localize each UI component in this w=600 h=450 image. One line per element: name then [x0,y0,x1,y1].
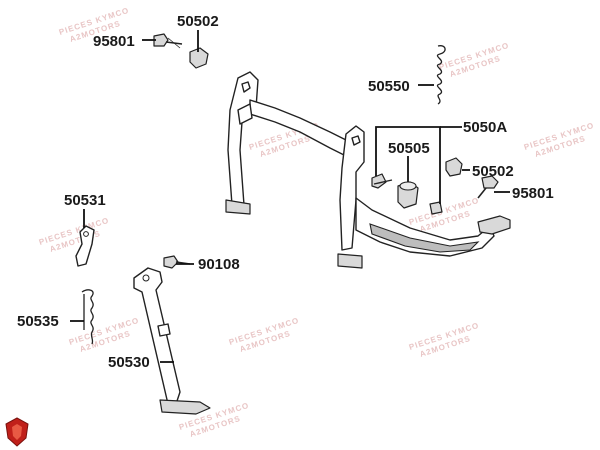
shield-logo-icon [5,417,29,447]
part-label: 50502 [177,13,219,30]
part-label: 50505 [388,140,430,157]
main-stand [225,71,511,269]
part-labels: 95801 50502 50550 5050A 50505 50502 9580… [17,13,554,371]
side-stand [133,267,211,415]
bolt-90108 [163,255,191,269]
leader-lines [70,30,510,363]
bolt-95801-right [477,175,499,199]
bolt-95801-top [153,33,183,49]
washer-50502-right [445,157,463,177]
stopper-50505 [397,181,419,209]
bracket-50531 [75,225,95,267]
part-label: 50530 [108,354,150,371]
part-label: 95801 [93,33,135,50]
spring-50550 [436,45,446,105]
part-label: 50502 [472,163,514,180]
part-label: 50535 [17,313,59,330]
spring-50535 [81,289,94,345]
washer-50502-top [189,47,209,69]
nut-small [429,201,443,215]
part-label: 50550 [368,78,410,95]
part-label: 95801 [512,185,554,202]
part-label: 90108 [198,256,240,273]
part-label: 5050A [463,119,507,136]
part-label: 50531 [64,192,106,209]
